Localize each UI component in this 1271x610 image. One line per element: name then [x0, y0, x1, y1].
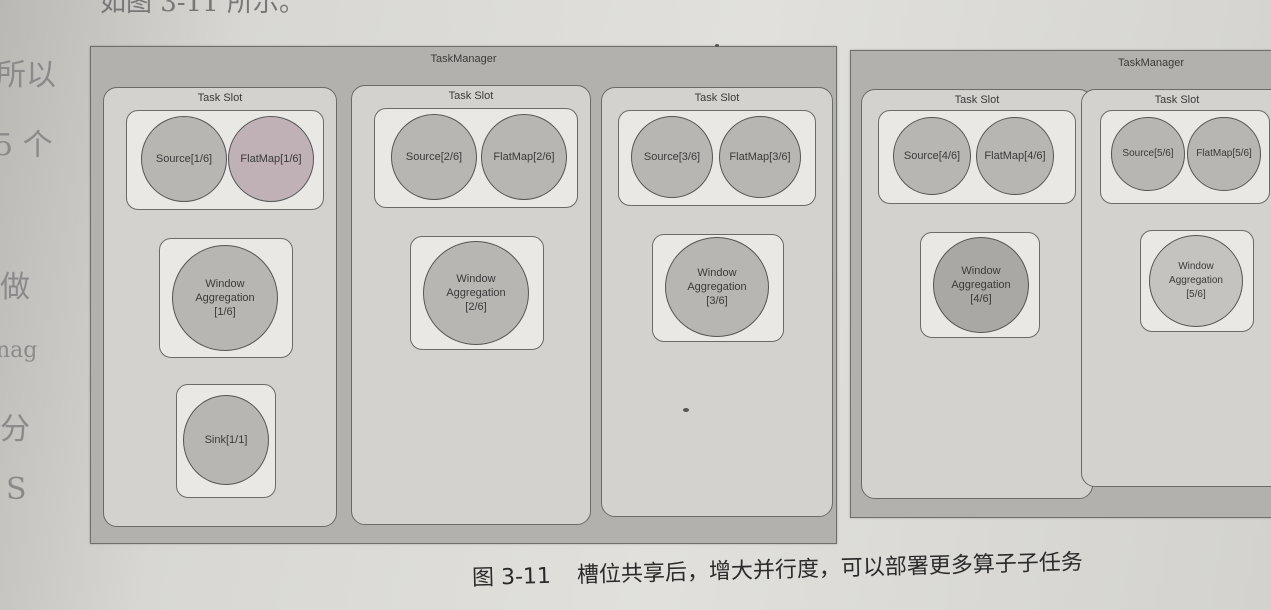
task-slot-title: Task Slot [954, 94, 1000, 106]
window-aggregation-group: Window Aggregation [2/6] [410, 236, 544, 350]
edge-glyph-1: 所以 [0, 58, 56, 93]
task-slot-title: Task Slot [1154, 94, 1200, 106]
operator-chain-group: Source[1/6] FlatMap[1/6] [126, 110, 324, 210]
sink-operator: Sink[1/1] [183, 395, 269, 485]
top-text: 如图 3-11 所示。 [100, 0, 305, 18]
window-aggregation-group: Window Aggregation [3/6] [652, 234, 784, 342]
operator-chain-group: Source[4/6] FlatMap[4/6] [878, 110, 1076, 204]
edge-glyph-4: nag [0, 338, 38, 363]
sink-group: Sink[1/1] [176, 384, 276, 498]
source-operator: Source[1/6] [141, 116, 227, 202]
window-aggregation-group: Window Aggregation [1/6] [159, 238, 293, 358]
figure-number: 图 3-11 [471, 563, 552, 591]
task-slot-title: Task Slot [197, 92, 243, 104]
window-aggregation-group: Window Aggregation [4/6] [920, 232, 1040, 338]
source-operator: Source[2/6] [391, 114, 477, 200]
flatmap-operator: FlatMap[3/6] [719, 116, 801, 198]
operator-chain-group: Source[2/6] FlatMap[2/6] [374, 108, 578, 208]
source-operator: Source[5/6] [1111, 117, 1185, 191]
task-slot: Task Slot Source[3/6] FlatMap[3/6] Windo… [601, 87, 833, 517]
flatmap-operator: FlatMap[1/6] [228, 116, 314, 202]
task-manager-title: TaskManager [1117, 57, 1185, 69]
task-slot: Task Slot Source[4/6] FlatMap[4/6] Windo… [861, 89, 1093, 499]
task-slot-title: Task Slot [694, 92, 740, 104]
edge-glyph-2: 5 个 [0, 128, 53, 163]
flatmap-operator: FlatMap[5/6] [1187, 117, 1261, 191]
task-slot-title: Task Slot [448, 90, 494, 102]
edge-glyph-3: 做 [0, 270, 30, 305]
source-operator: Source[4/6] [893, 117, 971, 195]
task-slot: Task Slot Source[1/6] FlatMap[1/6] Windo… [103, 87, 337, 527]
flatmap-operator: FlatMap[4/6] [976, 117, 1054, 195]
window-aggregation-operator: Window Aggregation [4/6] [933, 237, 1029, 333]
task-manager-1: TaskManager Task Slot Source[1/6] FlatMa… [90, 46, 837, 544]
edge-glyph-6: S [6, 472, 27, 507]
window-aggregation-operator: Window Aggregation [2/6] [423, 241, 529, 345]
window-aggregation-group: Window Aggregation [5/6] [1140, 230, 1254, 332]
print-speck [683, 408, 689, 412]
window-aggregation-operator: Window Aggregation [5/6] [1149, 235, 1243, 327]
operator-chain-group: Source[5/6] FlatMap[5/6] [1100, 110, 1270, 204]
edge-glyph-5: 分 [0, 412, 30, 447]
flatmap-operator: FlatMap[2/6] [481, 114, 567, 200]
print-speck [715, 44, 719, 47]
task-slot: Task Slot Source[5/6] FlatMap[5/6] Windo… [1081, 89, 1271, 487]
window-aggregation-operator: Window Aggregation [3/6] [665, 237, 769, 337]
task-slot: Task Slot Source[2/6] FlatMap[2/6] Windo… [351, 85, 591, 525]
task-manager-title: TaskManager [430, 53, 497, 65]
task-manager-2: TaskManager Task Slot Source[4/6] FlatMa… [850, 50, 1271, 518]
source-operator: Source[3/6] [631, 116, 713, 198]
window-aggregation-operator: Window Aggregation [1/6] [172, 245, 278, 351]
operator-chain-group: Source[3/6] FlatMap[3/6] [618, 110, 816, 206]
